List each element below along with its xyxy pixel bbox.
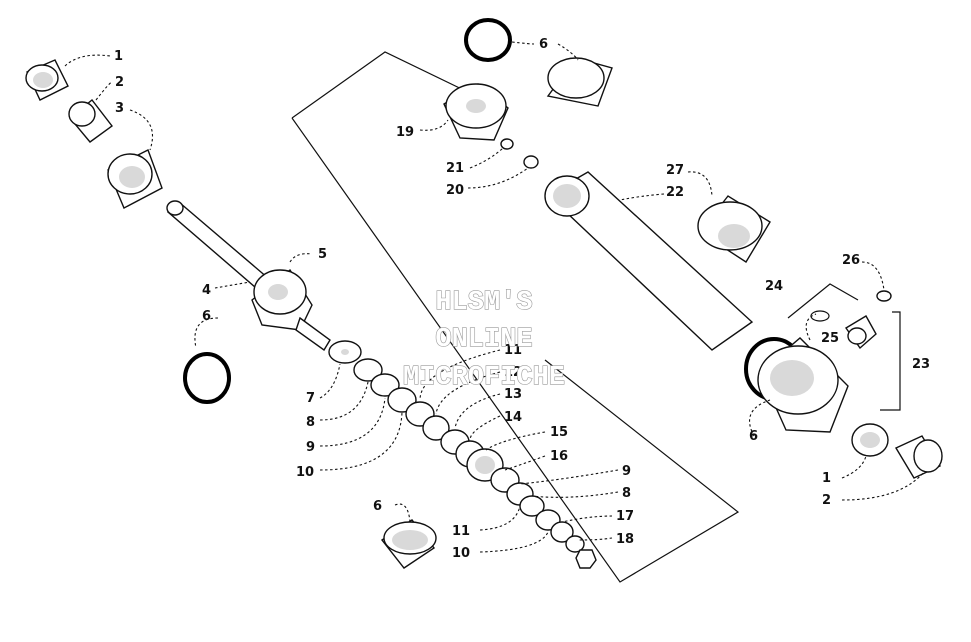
bracket-23 (880, 311, 901, 411)
callout-22: 22 (666, 185, 684, 200)
callout-5: 5 (318, 247, 327, 262)
callout-13: 13 (504, 387, 522, 402)
o-ring-top (464, 18, 512, 62)
piston-part-19 (443, 83, 509, 141)
callout-10: 10 (296, 465, 314, 480)
callout-26: 26 (842, 253, 860, 268)
sleeve-part-2 (68, 99, 113, 143)
callout-6-bottom: 6 (373, 499, 382, 514)
callout-8-lower: 8 (622, 486, 631, 501)
callout-6-right: 6 (749, 429, 758, 444)
callout-20: 20 (446, 183, 464, 198)
callout-21: 21 (446, 161, 464, 176)
callout-17: 17 (616, 509, 634, 524)
bushing-top-6 (546, 57, 613, 107)
assembly-outline-lower (291, 117, 740, 583)
watermark-line-2: ONLINE (435, 325, 532, 355)
watermark: HLSM'S ONLINE MICROFICHE (402, 287, 565, 393)
callout-6-top: 6 (539, 37, 548, 52)
o-ring-left (183, 352, 231, 404)
valve-stack (328, 340, 597, 569)
callout-9: 9 (306, 440, 315, 455)
callout-10-lower: 10 (452, 546, 470, 561)
callout-27: 27 (666, 163, 684, 178)
callout-8: 8 (306, 415, 315, 430)
bushing-bottom-6 (380, 519, 437, 569)
callout-19: 19 (396, 125, 414, 140)
callout-labels: 1 2 3 4 5 6 6 6 6 7 8 9 10 11 12 13 14 1… (114, 37, 930, 561)
callout-11-lower: 11 (452, 524, 470, 539)
sleeve-part-2-right (894, 435, 943, 479)
screw-part-26 (876, 290, 892, 302)
callout-4: 4 (202, 283, 211, 298)
callout-2: 2 (115, 75, 124, 90)
liner-part-27 (697, 195, 771, 263)
bushing-part-1-right (851, 423, 889, 457)
callout-3: 3 (115, 101, 124, 116)
end-cap-body (757, 337, 849, 433)
cylinder-body-part-22 (544, 171, 754, 351)
callout-11: 11 (504, 343, 522, 358)
bushing-part-1 (25, 59, 69, 101)
leader-lines (64, 41, 925, 553)
o-ring-part-25 (810, 310, 830, 322)
shaft-part-4 (166, 200, 284, 301)
callout-23: 23 (912, 357, 930, 372)
callout-1-right: 1 (822, 471, 831, 486)
seal-head-part-5 (251, 268, 331, 352)
valve-part-23 (844, 315, 877, 350)
watermark-line-3: MICROFICHE (403, 363, 565, 393)
callout-15: 15 (550, 425, 568, 440)
callout-16: 16 (550, 449, 568, 464)
eye-mount-part-3 (107, 149, 163, 209)
callout-14: 14 (504, 410, 522, 425)
callout-7: 7 (306, 391, 315, 406)
callout-25: 25 (821, 331, 839, 346)
clip-part-21 (500, 138, 514, 150)
callout-24: 24 (765, 279, 783, 294)
callout-2-right: 2 (822, 493, 831, 508)
callout-12: 12 (504, 365, 522, 380)
valve-outline-24 (787, 283, 859, 319)
watermark-line-1: HLSM'S (435, 288, 532, 318)
callout-1: 1 (114, 49, 123, 64)
ball-part-20 (523, 155, 539, 169)
callout-9-lower: 9 (622, 464, 631, 479)
callout-18: 18 (616, 532, 634, 547)
callout-6-left: 6 (202, 309, 211, 324)
